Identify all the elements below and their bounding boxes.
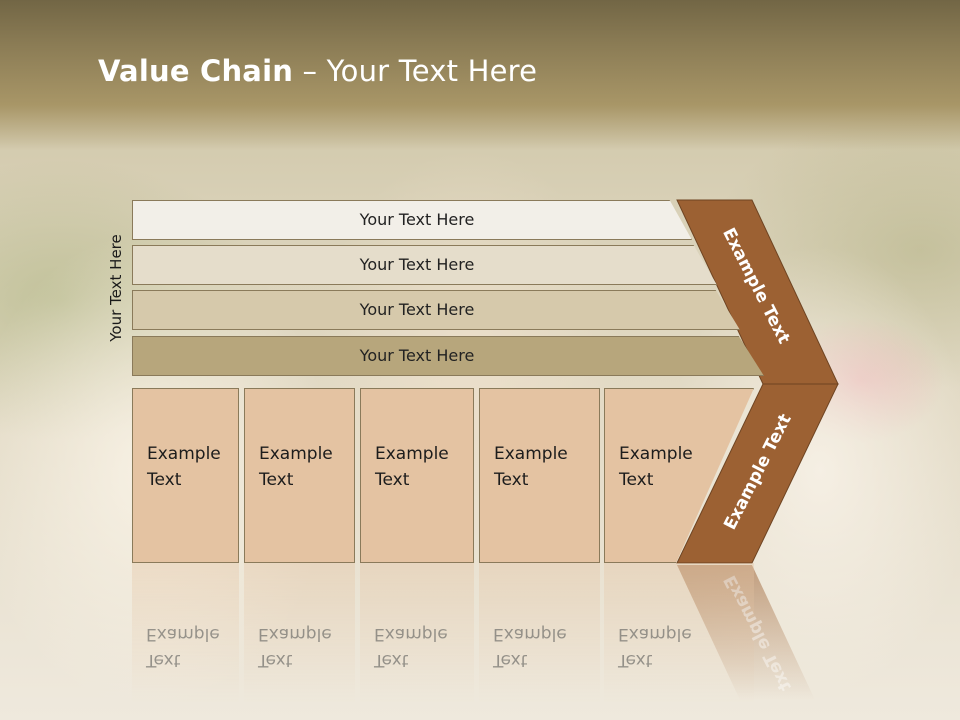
support-row: Your Text Here	[132, 200, 692, 240]
title-band	[0, 0, 960, 150]
title-rest: – Your Text Here	[293, 54, 538, 88]
support-row: Your Text Here	[132, 290, 740, 330]
margin-arrow-reflection	[677, 565, 815, 700]
support-row-label: Your Text Here	[359, 210, 475, 229]
support-row-label: Your Text Here	[359, 255, 475, 274]
margin-arrow-lower	[676, 383, 839, 564]
slide-title: Value Chain – Your Text Here	[98, 54, 537, 88]
support-row: Your Text Here	[132, 245, 717, 285]
support-row: Your Text Here	[132, 336, 764, 376]
title-bold: Value Chain	[98, 54, 294, 88]
support-row-label: Your Text Here	[359, 346, 475, 365]
support-row-label: Your Text Here	[359, 300, 475, 319]
